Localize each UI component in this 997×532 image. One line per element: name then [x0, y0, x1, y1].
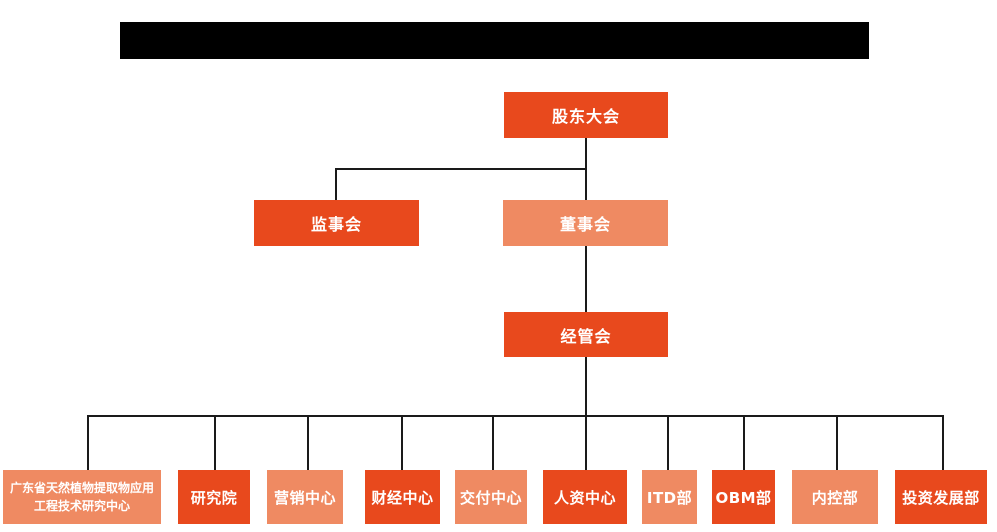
node-supervisory-board: 监事会	[254, 200, 419, 246]
node-dept-itd: ITD部	[642, 470, 697, 524]
node-dept-research-center: 广东省天然植物提取物应用工程技术研究中心	[3, 470, 161, 524]
node-dept-internal-control: 内控部	[792, 470, 878, 524]
connector-line	[585, 246, 587, 312]
connector-line	[942, 415, 944, 470]
node-dept-research-institute: 研究院	[178, 470, 250, 524]
node-dept-delivery-center: 交付中心	[455, 470, 527, 524]
node-shareholders-meeting: 股东大会	[504, 92, 668, 138]
node-dept-marketing-center: 营销中心	[267, 470, 343, 524]
redacted-title-bar	[120, 22, 869, 59]
node-dept-obm: OBM部	[712, 470, 775, 524]
connector-line	[335, 168, 337, 200]
connector-line	[214, 415, 216, 470]
connector-line	[585, 357, 587, 470]
connector-line	[87, 415, 89, 470]
connector-line	[335, 168, 587, 170]
connector-line	[401, 415, 403, 470]
node-board-of-directors: 董事会	[503, 200, 668, 246]
node-management-committee: 经管会	[504, 312, 668, 357]
connector-line	[743, 415, 745, 470]
connector-line	[307, 415, 309, 470]
connector-line	[667, 415, 669, 470]
node-dept-hr-center: 人资中心	[543, 470, 627, 524]
connector-line	[492, 415, 494, 470]
node-dept-finance-center: 财经中心	[365, 470, 440, 524]
connector-line	[87, 415, 944, 417]
connector-line	[836, 415, 838, 470]
node-dept-investment-development: 投资发展部	[895, 470, 987, 524]
